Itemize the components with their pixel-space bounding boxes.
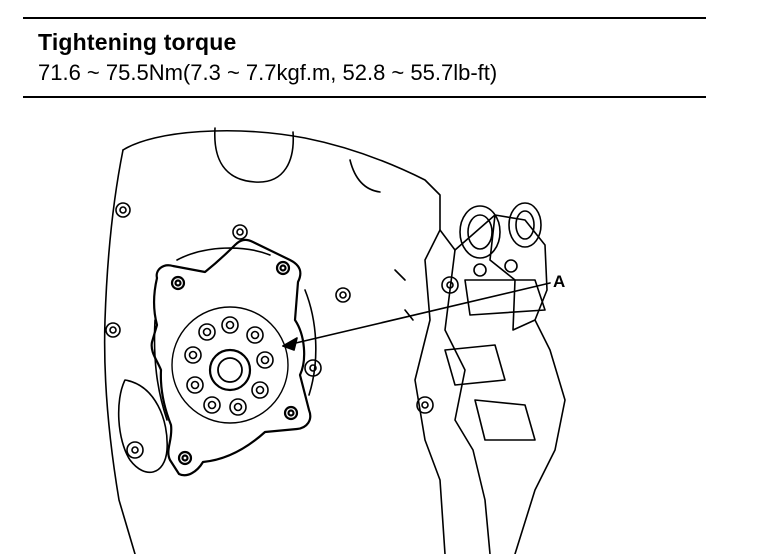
spec-title: Tightening torque bbox=[38, 29, 237, 55]
bottom-rule bbox=[23, 96, 706, 98]
torque-value: 71.6 ~ 75.5Nm(7.3 ~ 7.7kgf.m, 52.8 ~ 55.… bbox=[38, 60, 498, 85]
drive-plate bbox=[150, 238, 312, 477]
engine-block-outline bbox=[103, 127, 566, 554]
callout-label-a: A bbox=[553, 272, 566, 291]
block-bolts bbox=[105, 202, 518, 459]
top-rule bbox=[23, 17, 706, 19]
crank-hub bbox=[171, 306, 289, 424]
cylinder-openings bbox=[444, 202, 546, 441]
ring-gear bbox=[153, 247, 317, 421]
lower-cutout bbox=[117, 379, 168, 474]
engine-flywheel-illustration bbox=[95, 120, 580, 554]
callout-arrow bbox=[282, 282, 551, 351]
